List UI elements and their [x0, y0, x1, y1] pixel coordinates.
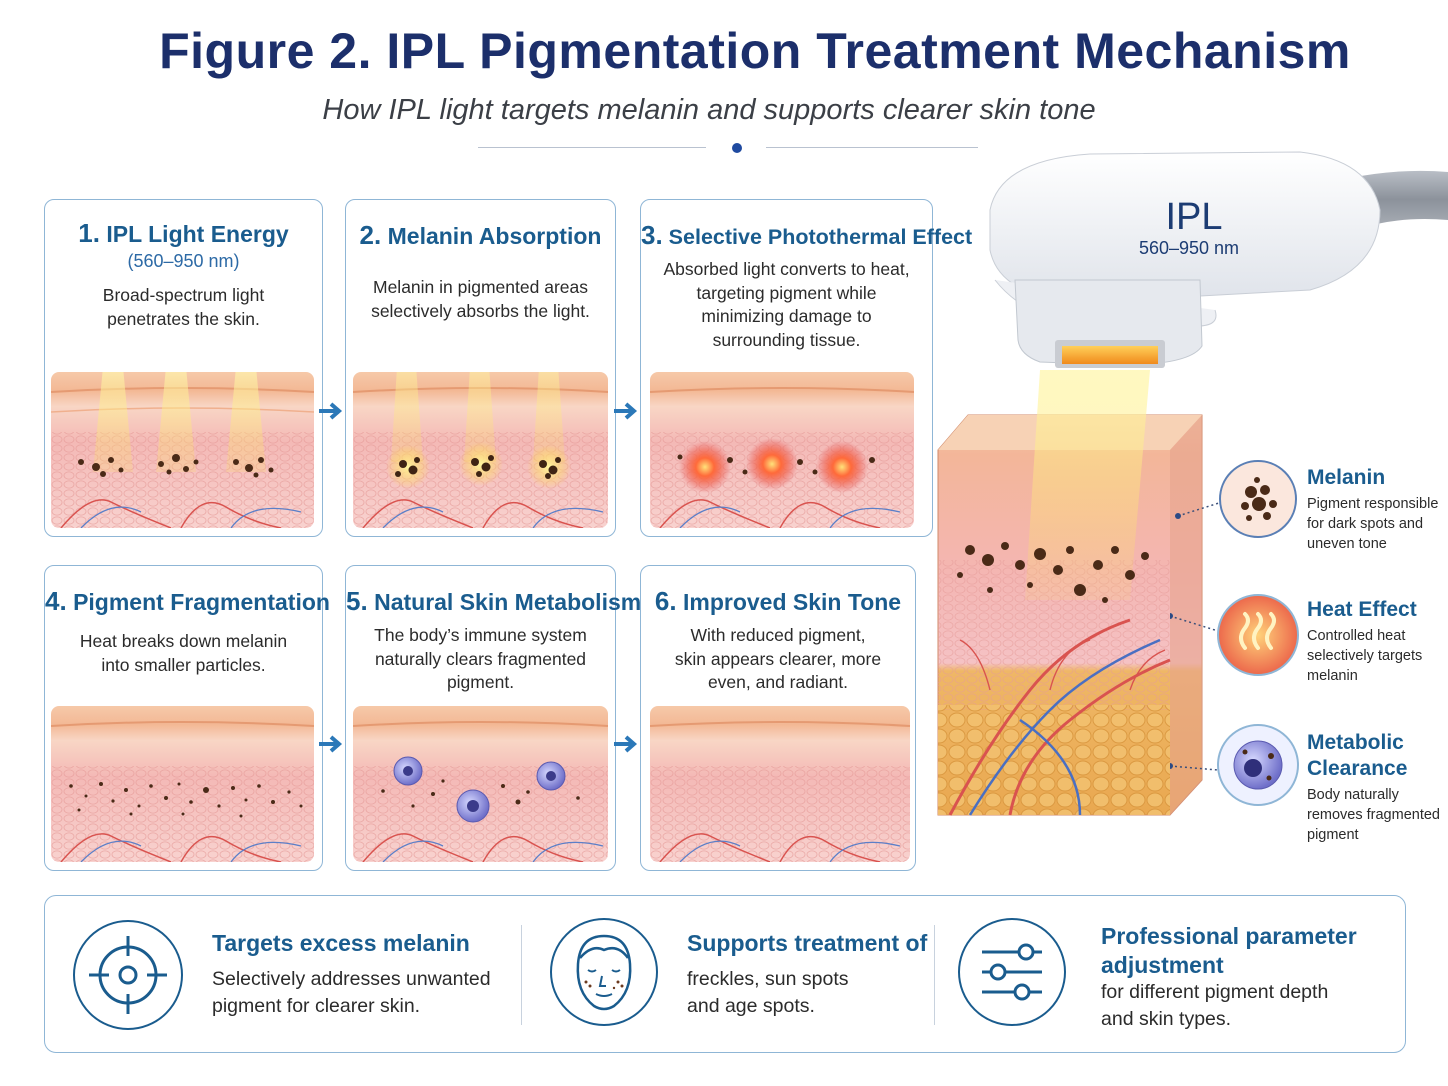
callout-title-clearance: Metabolic Clearance	[1307, 731, 1408, 780]
step-card-2: 2. Melanin Absorption Melanin in pigment…	[345, 199, 616, 537]
skin-cross-section-illustration	[937, 370, 1203, 816]
step-description: Broad-spectrum light penetrates the skin…	[102, 285, 265, 329]
step-title: 3. Selective Photothermal Effect	[641, 220, 973, 250]
step-title: 5. Natural Skin Metabolism	[346, 586, 642, 616]
melanin-icon	[1219, 460, 1297, 538]
page-title: Figure 2. IPL Pigmentation Treatment Mec…	[159, 23, 1351, 79]
face-icon	[550, 918, 658, 1026]
target-icon	[73, 920, 183, 1030]
step-description: Absorbed light converts to heat, targeti…	[663, 259, 910, 350]
benefit-divider	[934, 925, 935, 1025]
skin-illustration-light-energy	[51, 372, 314, 528]
benefit-desc-parameters: for different pigment depth and skin typ…	[1101, 981, 1329, 1030]
step-card-5: 5. Natural Skin Metabolism The body’s im…	[345, 565, 642, 871]
step-title: 1. IPL Light Energy	[78, 218, 289, 248]
step-title: 2. Melanin Absorption	[359, 220, 602, 250]
callout-desc-clearance: Body naturally removes fragmented pigmen…	[1307, 787, 1440, 843]
title-divider-dot	[732, 143, 742, 153]
device-label: IPL	[1165, 196, 1223, 238]
title-divider-right	[766, 147, 978, 148]
benefit-divider	[521, 925, 522, 1025]
step-description: The body’s immune system naturally clear…	[374, 625, 587, 692]
arrow-right-icon	[614, 735, 638, 753]
step-title: 4. Pigment Fragmentation	[45, 586, 330, 616]
sliders-icon	[958, 918, 1066, 1026]
ipl-handpiece-illustration	[989, 151, 1448, 368]
arrow-right-icon	[319, 735, 343, 753]
benefit-desc-melanin: Selectively addresses unwanted pigment f…	[212, 968, 491, 1017]
arrow-right-icon	[614, 402, 638, 420]
step-description: Heat breaks down melanin into smaller pa…	[79, 631, 288, 675]
immune-cell-icon	[1217, 724, 1299, 806]
skin-illustration-metabolism	[353, 706, 608, 862]
skin-illustration-fragmentation	[51, 706, 314, 862]
page-subtitle: How IPL light targets melanin and suppor…	[322, 94, 1096, 126]
heat-icon	[1217, 594, 1299, 676]
step-card-4: 4. Pigment Fragmentation Heat breaks dow…	[44, 565, 330, 871]
device-wavelength: 560–950 nm	[1138, 238, 1240, 258]
benefit-desc-conditions: freckles, sun spots and age spots.	[687, 968, 849, 1017]
skin-illustration-clear-skin	[650, 706, 910, 862]
benefits-panel	[44, 895, 1406, 1053]
callout-desc-melanin: Pigment responsible for dark spots and u…	[1307, 496, 1439, 552]
step-card-6: 6. Improved Skin Tone With reduced pigme…	[640, 565, 916, 871]
callout-connector-lines	[1170, 501, 1223, 771]
arrow-right-icon	[319, 402, 343, 420]
benefit-title-conditions: Supports treatment of	[687, 930, 928, 956]
step-card-3: 3. Selective Photothermal Effect Absorbe…	[640, 199, 973, 537]
step-wavelength: (560–950 nm)	[127, 251, 240, 271]
benefit-title-melanin: Targets excess melanin	[212, 930, 470, 956]
callout-desc-heat: Controlled heat selectively targets mela…	[1307, 628, 1423, 684]
step-card-1: 1. IPL Light Energy (560–950 nm) Broad-s…	[44, 199, 323, 537]
step-description: Melanin in pigmented areas selectively a…	[371, 277, 590, 321]
title-divider-left	[478, 147, 706, 148]
callout-title-heat: Heat Effect	[1307, 598, 1417, 621]
skin-illustration-melanin-absorption	[353, 372, 608, 528]
step-title: 6. Improved Skin Tone	[654, 586, 902, 616]
skin-illustration-photothermal	[650, 372, 914, 528]
callout-title-melanin: Melanin	[1307, 466, 1386, 489]
step-description: With reduced pigment, skin appears clear…	[674, 625, 882, 692]
benefit-title-parameters: Professional parameter adjustment	[1101, 923, 1357, 978]
